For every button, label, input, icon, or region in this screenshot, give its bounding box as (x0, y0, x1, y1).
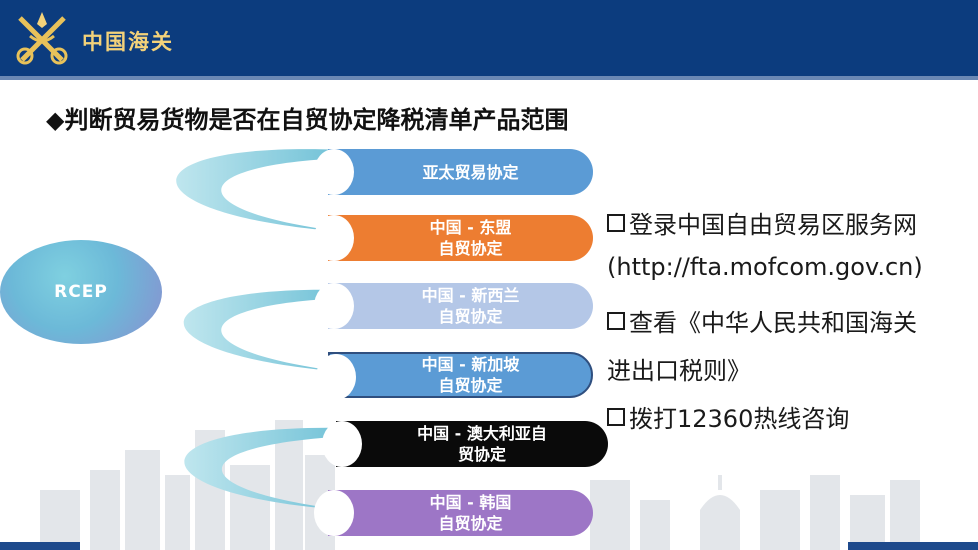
info-text: 登录中国自由贸易区服务网 (629, 211, 917, 239)
info-line-hotline: 拨打12360热线咨询 (607, 399, 849, 434)
info-text: 拨打12360热线咨询 (629, 405, 850, 433)
checkbox-square-icon (607, 312, 625, 330)
footer-accent-right (848, 542, 978, 550)
agreement-label: 中国 - 韩国 (429, 493, 512, 512)
agreement-label: 中国 - 新加坡 (421, 355, 520, 374)
brand-title: 中国海关 (82, 29, 174, 54)
checkbox-square-icon (607, 408, 625, 426)
agreement-label-2: 自贸协定 (438, 239, 503, 258)
page-title: ◆判断贸易货物是否在自贸协定降税清单产品范围 (46, 106, 569, 134)
agreement-label: 中国 - 新西兰 (421, 286, 520, 305)
arc-bottom (184, 427, 350, 510)
agreement-label-2: 自贸协定 (438, 376, 503, 395)
info-line-url[interactable]: (http://fta.mofcom.gov.cn) (607, 253, 923, 281)
agreement-label-2: 贸协定 (457, 445, 506, 464)
agreement-apta: 亚太贸易协定 (314, 149, 593, 195)
agreement-label: 亚太贸易协定 (422, 162, 519, 182)
rcep-label: RCEP (54, 282, 108, 302)
agreement-china-singapore: 中国 - 新加坡自贸协定 (316, 352, 593, 400)
header-bar: 中国海关 (0, 0, 978, 76)
info-line-tariff: 查看《中华人民共和国海关 (607, 303, 917, 338)
customs-emblem-icon (12, 8, 72, 68)
checkbox-square-icon (607, 214, 625, 232)
agreement-label: 中国 - 澳大利亚自 (417, 424, 547, 443)
city-skyline-decoration (40, 420, 920, 550)
agreement-china-asean: 中国 - 东盟自贸协定 (314, 215, 593, 261)
header-divider (0, 76, 978, 80)
info-line-tariff-cont: 进出口税则》 (607, 351, 751, 386)
info-line-login: 登录中国自由贸易区服务网 (607, 205, 917, 240)
agreement-label-2: 自贸协定 (438, 514, 503, 533)
info-text: 查看《中华人民共和国海关 (629, 309, 917, 337)
arc-middle (183, 289, 345, 372)
agreement-china-new-zealand: 中国 - 新西兰自贸协定 (314, 283, 593, 329)
fta-website-link[interactable]: (http://fta.mofcom.gov.cn) (607, 253, 923, 281)
footer-accent-left (0, 542, 80, 550)
arc-top (176, 149, 345, 232)
agreement-china-korea: 中国 - 韩国自贸协定 (314, 490, 593, 536)
rcep-node: RCEP (0, 240, 162, 344)
agreement-label-2: 自贸协定 (438, 307, 503, 326)
agreement-label: 中国 - 东盟 (429, 218, 512, 237)
info-text: 进出口税则》 (607, 357, 751, 385)
agreement-china-australia: 中国 - 澳大利亚自贸协定 (322, 421, 608, 467)
